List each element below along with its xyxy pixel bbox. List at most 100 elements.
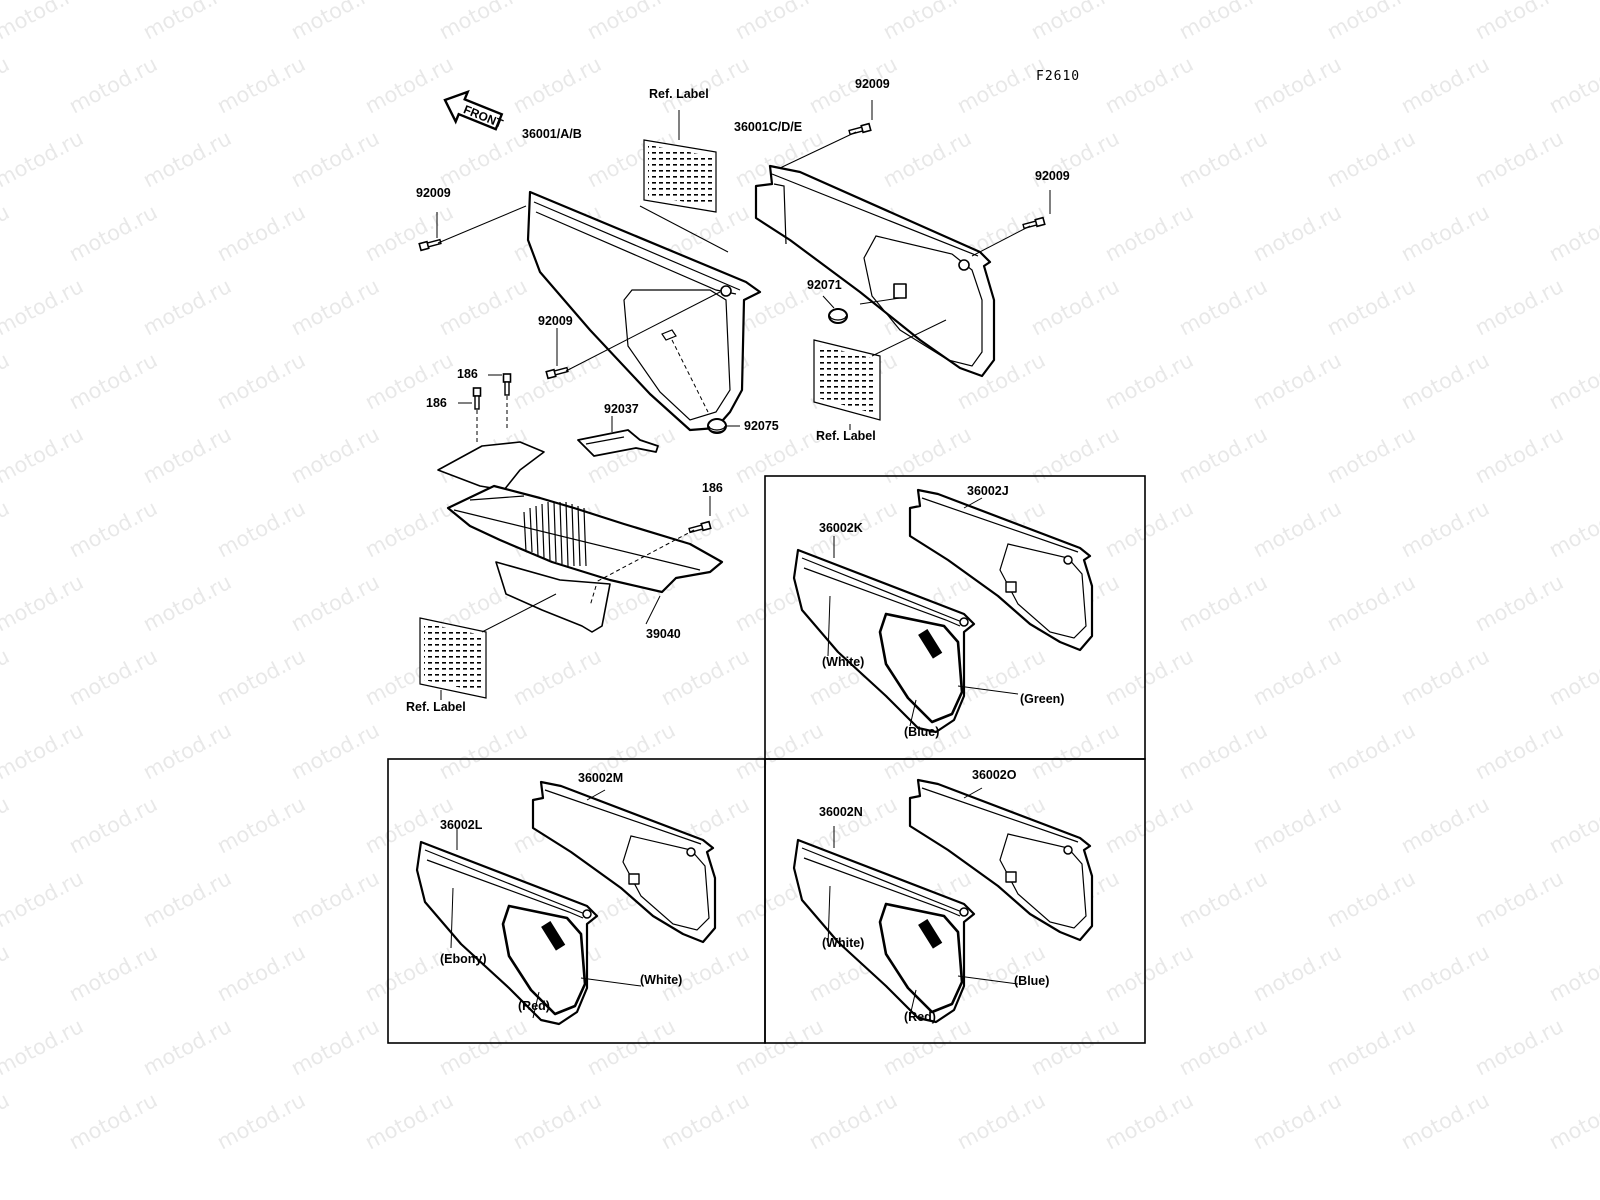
watermark-text: motod.ru — [65, 792, 161, 858]
watermark-text: motod.ru — [1545, 200, 1600, 266]
watermark-text: motod.ru — [1545, 644, 1600, 710]
watermark-text: motod.ru — [1471, 422, 1567, 488]
watermark-text: motod.ru — [1471, 126, 1567, 192]
label-ref-label-right: Ref. Label — [816, 429, 876, 443]
watermark-text: motod.ru — [953, 1088, 1049, 1154]
watermark-text: motod.ru — [1397, 496, 1493, 562]
number-plate-decal — [878, 902, 964, 1014]
watermark-text: motod.ru — [0, 644, 13, 710]
grommet-icon — [707, 418, 727, 434]
watermark-text: motod.ru — [657, 644, 753, 710]
watermark-text: motod.ru — [0, 52, 13, 118]
watermark-text: motod.ru — [1101, 792, 1197, 858]
watermark-text: motod.ru — [1471, 570, 1567, 636]
watermark-text: motod.ru — [65, 348, 161, 414]
figure-id: F2610 — [1036, 69, 1080, 84]
label-92009-a: 92009 — [855, 77, 890, 91]
watermark-text: motod.ru — [509, 1088, 605, 1154]
label-red-n: (Red) — [904, 1010, 936, 1024]
ref-label-mesh-icon — [419, 617, 487, 699]
watermark-text: motod.ru — [1323, 570, 1419, 636]
label-ref-label-bottom: Ref. Label — [406, 700, 466, 714]
watermark-text: motod.ru — [65, 200, 161, 266]
watermark-text: motod.ru — [1397, 52, 1493, 118]
label-36002k: 36002K — [819, 521, 863, 535]
watermark-text: motod.ru — [65, 496, 161, 562]
watermark-text: motod.ru — [731, 718, 827, 784]
watermark-text: motod.ru — [287, 1014, 383, 1080]
watermark-text: motod.ru — [509, 52, 605, 118]
watermark-text: motod.ru — [213, 496, 309, 562]
watermark-text: motod.ru — [65, 52, 161, 118]
watermark-text: motod.ru — [953, 52, 1049, 118]
watermark-text: motod.ru — [287, 718, 383, 784]
watermark-text: motod.ru — [1323, 126, 1419, 192]
label-186-b: 186 — [426, 396, 447, 410]
watermark-text: motod.ru — [1323, 866, 1419, 932]
label-ebony-l: (Ebony) — [440, 952, 487, 966]
watermark-text: motod.ru — [1101, 1088, 1197, 1154]
watermark-text: motod.ru — [1397, 348, 1493, 414]
rear-side-cover — [908, 488, 1094, 652]
watermark-text: motod.ru — [213, 348, 309, 414]
side-cover-left: FRONT — [418, 89, 762, 457]
label-36002n: 36002N — [819, 805, 863, 819]
watermark-text: motod.ru — [65, 940, 161, 1006]
watermark-text: motod.ru — [1545, 940, 1600, 1006]
watermark-text: motod.ru — [0, 0, 87, 44]
watermark-text: motod.ru — [213, 200, 309, 266]
label-92071: 92071 — [807, 278, 842, 292]
watermark-text: motod.ru — [1323, 0, 1419, 44]
label-red-l: (Red) — [518, 999, 550, 1013]
watermark-text: motod.ru — [1545, 792, 1600, 858]
watermark-text: motod.ru — [213, 52, 309, 118]
decal-logo-block — [918, 919, 943, 949]
watermark-text: motod.ru — [1027, 1014, 1123, 1080]
decal-logo-block — [541, 921, 566, 951]
label-blue-k: (Blue) — [904, 725, 939, 739]
watermark-text: motod.ru — [435, 1014, 531, 1080]
watermark-text: motod.ru — [1175, 1014, 1271, 1080]
label-36002j: 36002J — [967, 484, 1009, 498]
watermark-text: motod.ru — [583, 0, 679, 44]
watermark-text: motod.ru — [0, 940, 13, 1006]
watermark-text: motod.ru — [1249, 348, 1345, 414]
watermark-text: motod.ru — [287, 274, 383, 340]
watermark-text: motod.ru — [0, 200, 13, 266]
watermark-text: motod.ru — [1249, 940, 1345, 1006]
rear-fender-guard — [419, 441, 724, 700]
watermark-text: motod.ru — [1323, 1014, 1419, 1080]
watermark-text: motod.ru — [657, 52, 753, 118]
watermark-text: motod.ru — [139, 570, 235, 636]
watermark-text: motod.ru — [1249, 496, 1345, 562]
watermark-text: motod.ru — [0, 496, 13, 562]
watermark-text: motod.ru — [1249, 1088, 1345, 1154]
watermark-text: motod.ru — [213, 1088, 309, 1154]
watermark-text: motod.ru — [435, 274, 531, 340]
watermark-text: motod.ru — [1471, 718, 1567, 784]
decal-logo-block — [918, 629, 943, 659]
watermark-text: motod.ru — [0, 274, 87, 340]
watermark-text: motod.ru — [1397, 940, 1493, 1006]
watermark-text: motod.ru — [1175, 274, 1271, 340]
label-36001cde: 36001C/D/E — [734, 120, 802, 134]
label-white-n: (White) — [822, 936, 864, 950]
label-92075: 92075 — [744, 419, 779, 433]
watermark-text: motod.ru — [287, 126, 383, 192]
label-36002o: 36002O — [972, 768, 1017, 782]
watermark-text: motod.ru — [1545, 348, 1600, 414]
watermark-text: motod.ru — [1471, 866, 1567, 932]
watermark-text: motod.ru — [1323, 274, 1419, 340]
watermark-text: motod.ru — [139, 1014, 235, 1080]
side-cover-right — [754, 100, 1051, 430]
fender-ribs — [523, 501, 587, 567]
watermark-text: motod.ru — [1323, 422, 1419, 488]
watermark-text: motod.ru — [1175, 570, 1271, 636]
watermark-text: motod.ru — [65, 1088, 161, 1154]
watermark-text: motod.ru — [0, 718, 87, 784]
watermark-text: motod.ru — [435, 0, 531, 44]
label-92009-d: 92009 — [538, 314, 573, 328]
watermark-text: motod.ru — [0, 792, 13, 858]
